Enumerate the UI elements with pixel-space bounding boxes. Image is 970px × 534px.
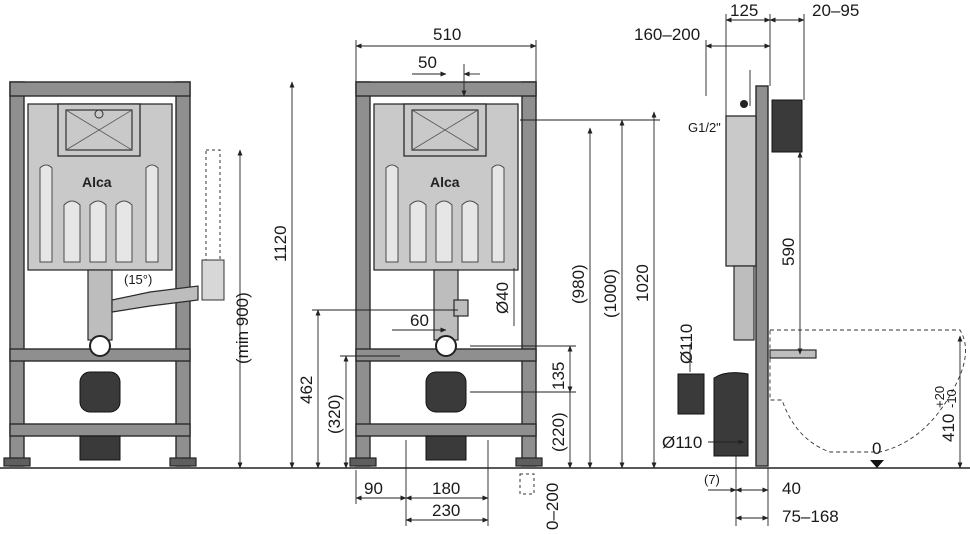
side-cistern (725, 115, 757, 267)
dim-40: 40 (782, 479, 801, 498)
dim-220: (220) (549, 412, 568, 452)
dim-230: 230 (432, 501, 460, 520)
side-elbow (713, 372, 749, 457)
side-pipe-upper (677, 373, 705, 415)
dim-590: 590 (779, 238, 798, 266)
dim-min-900: (min 900) (233, 292, 252, 364)
dim-zero: 0 (872, 439, 881, 458)
logo-text: Alca (82, 174, 112, 190)
dim-125: 125 (730, 1, 758, 20)
logo-text-2: Alca (430, 174, 460, 190)
frame-post-left (9, 81, 25, 467)
dim-410-tol-plus: +20 (932, 386, 947, 408)
dim-410-tol-minus: -10 (944, 389, 959, 408)
side-view: G1/2" 125 20–95 160–200 590 Ø110 Ø110 41… (634, 1, 966, 526)
frame-top-rail (9, 81, 191, 97)
dim-135: 135 (549, 362, 568, 390)
dim-510: 510 (433, 25, 461, 44)
flush-pipe (87, 269, 113, 341)
dim-0-200: 0–200 (543, 483, 562, 530)
side-frame-post (755, 85, 769, 467)
frame-bottom-rail (9, 423, 191, 437)
wc-bowl-outline (769, 329, 966, 453)
dim-7: (7) (704, 472, 720, 487)
dim-90: 90 (364, 479, 383, 498)
side-g12: G1/2" (688, 120, 721, 135)
dim-dia-110-b: Ø110 (662, 433, 702, 452)
dim-180: 180 (432, 479, 460, 498)
dim-1020: 1020 (633, 264, 652, 302)
frame-post-right (175, 81, 191, 467)
front-view-left: Alca (15°) (min 900) 1120 (3, 81, 295, 469)
dim-980: (980) (569, 264, 588, 304)
side-bracket (771, 99, 803, 153)
front-view-right: Alca 510 50 Ø40 60 (980) (1000) 1020 (297, 25, 660, 530)
dim-60: 60 (410, 311, 429, 330)
dim-1120: 1120 (271, 225, 290, 262)
dim-dia-110-a: Ø110 (677, 324, 696, 364)
dim-1000: (1000) (601, 269, 620, 318)
dim-410: 410 (939, 414, 958, 442)
dim-20-95: 20–95 (812, 1, 859, 20)
angle-label: (15°) (124, 272, 152, 287)
dim-462: 462 (297, 376, 316, 404)
dim-dia-40: Ø40 (493, 282, 512, 314)
waste-outlet (79, 371, 121, 413)
dim-75-168: 75–168 (782, 507, 839, 526)
dim-50: 50 (418, 53, 437, 72)
dim-160-200: 160–200 (634, 25, 700, 44)
dim-320: (320) (325, 394, 344, 434)
